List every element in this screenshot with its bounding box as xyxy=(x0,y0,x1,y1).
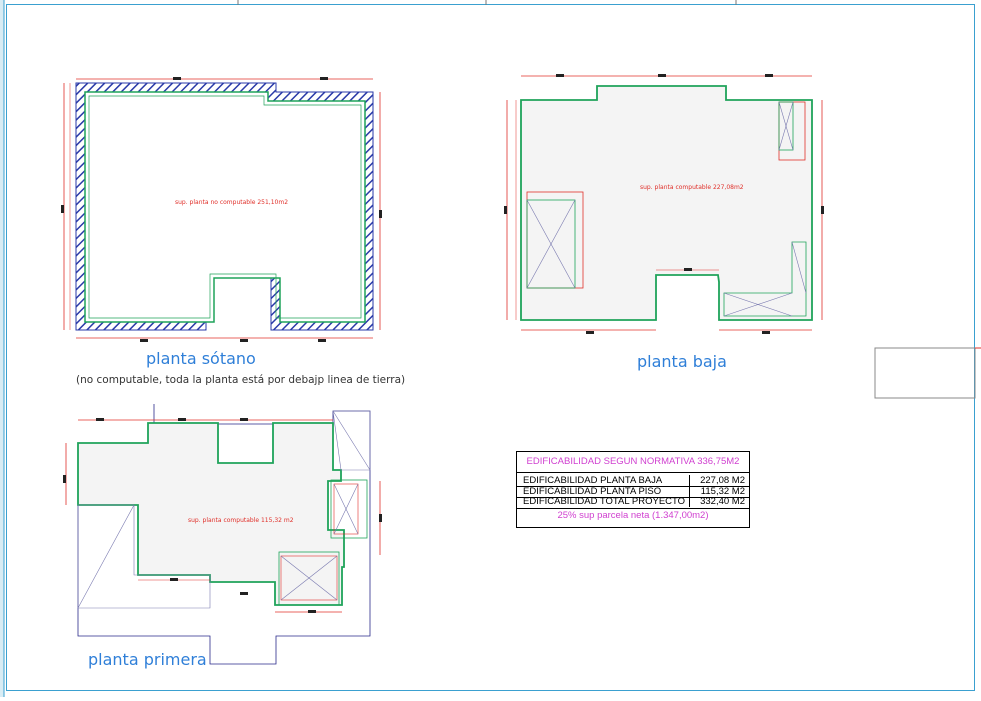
primera-dim-tag-8 xyxy=(240,592,248,595)
primera-dim-tag-7 xyxy=(170,578,178,581)
sotano-dim-tag-7 xyxy=(318,339,326,342)
sotano-dim-tag-5 xyxy=(140,339,148,342)
sotano-inner-line xyxy=(88,95,362,319)
primera-dim-tag-6 xyxy=(308,610,316,613)
baja-dim-tag-7 xyxy=(762,331,770,334)
sotano-dim-tag-4 xyxy=(379,210,382,218)
baja-area-label: sup. planta computable 227,08m2 xyxy=(640,184,744,191)
sotano-area-label: sup. planta no computable 251,10m2 xyxy=(175,199,288,206)
primera-overhang-left-diag xyxy=(77,504,135,609)
edificabilidad-table: EDIFICABILIDAD SEGUN NORMATIVA 336,75M2 … xyxy=(516,451,750,528)
primera-floor xyxy=(77,422,345,606)
table-row: EDIFICABILIDAD PLANTA PISO 115,32 M2 xyxy=(517,487,749,497)
table-column-divider xyxy=(689,475,690,507)
baja-void-left-x2 xyxy=(526,199,576,289)
primera-area-label: sup. planta computable 115,32 m2 xyxy=(188,517,294,524)
table-row-value: 115,32 M2 xyxy=(700,486,745,497)
baja-title: planta baja xyxy=(637,352,727,371)
side-title-box xyxy=(874,347,976,399)
primera-void-right-x2 xyxy=(333,483,359,535)
sotano-wall-line xyxy=(84,91,366,323)
plan-primera: sup. planta computable 115,32 m2 xyxy=(63,404,382,665)
baja-corner-stair-x2 xyxy=(723,292,793,317)
table-row-label: EDIFICABILIDAD PLANTA PISO xyxy=(523,486,662,497)
baja-dim-tag-8 xyxy=(684,268,692,271)
baja-dim-tag-1 xyxy=(556,74,564,77)
table-row: EDIFICABILIDAD TOTAL PROYECTO 332,40 M2 xyxy=(517,497,749,507)
table-divider xyxy=(517,486,749,487)
primera-dim-tag-5 xyxy=(379,514,382,522)
primera-void-bottom xyxy=(278,551,340,606)
sotano-dim-tag-6 xyxy=(240,339,248,342)
primera-void-right-inner xyxy=(333,483,359,535)
primera-void-right xyxy=(330,479,368,539)
table-row-value: 332,40 M2 xyxy=(700,496,745,507)
sotano-dim-tag-1 xyxy=(173,77,181,80)
sotano-note: (no computable, toda la planta está por … xyxy=(76,374,406,386)
plan-sotano: sup. planta no computable 251,10m2 xyxy=(61,77,382,342)
baja-dim-tag-4 xyxy=(504,206,507,214)
baja-floor xyxy=(520,85,813,321)
plan-baja: sup. planta computable 227,08m2 xyxy=(504,74,824,334)
table-row-label: EDIFICABILIDAD PLANTA BAJA xyxy=(523,475,663,486)
primera-dim-tag-4 xyxy=(63,475,66,483)
baja-void-topright-inner xyxy=(778,101,794,151)
table-divider xyxy=(517,497,749,498)
primera-dim-tag-3 xyxy=(240,418,248,421)
baja-dim-tag-2 xyxy=(658,74,666,77)
primera-void-bottom-inner xyxy=(280,555,338,601)
table-divider xyxy=(517,508,749,509)
baja-dim-tag-6 xyxy=(586,331,594,334)
table-footer: 25% sup parcela neta (1.347,00m2) xyxy=(557,510,709,521)
table-row-value: 227,08 M2 xyxy=(700,475,745,486)
primera-dim-tag-2 xyxy=(178,418,186,421)
primera-dim-tag-1 xyxy=(96,418,104,421)
sotano-title: planta sótano xyxy=(146,349,256,368)
left-margin-strip xyxy=(0,0,4,697)
baja-void-left-inner xyxy=(526,199,576,289)
sotano-dim-tag-2 xyxy=(320,77,328,80)
baja-dim-tag-3 xyxy=(765,74,773,77)
primera-title: planta primera xyxy=(88,650,207,669)
baja-corner-stair-x3 xyxy=(791,241,807,294)
primera-overhang-right-diag xyxy=(332,410,371,471)
table-row-label: EDIFICABILIDAD TOTAL PROYECTO xyxy=(523,496,686,507)
primera-void-bottom-x2 xyxy=(280,555,338,601)
table-title: EDIFICABILIDAD SEGUN NORMATIVA 336,75M2 xyxy=(517,452,749,473)
table-row: EDIFICABILIDAD PLANTA BAJA 227,08 M2 xyxy=(517,476,749,486)
baja-void-topright-x2 xyxy=(778,101,794,151)
sotano-dim-tag-3 xyxy=(61,205,64,213)
baja-dim-tag-5 xyxy=(821,206,824,214)
